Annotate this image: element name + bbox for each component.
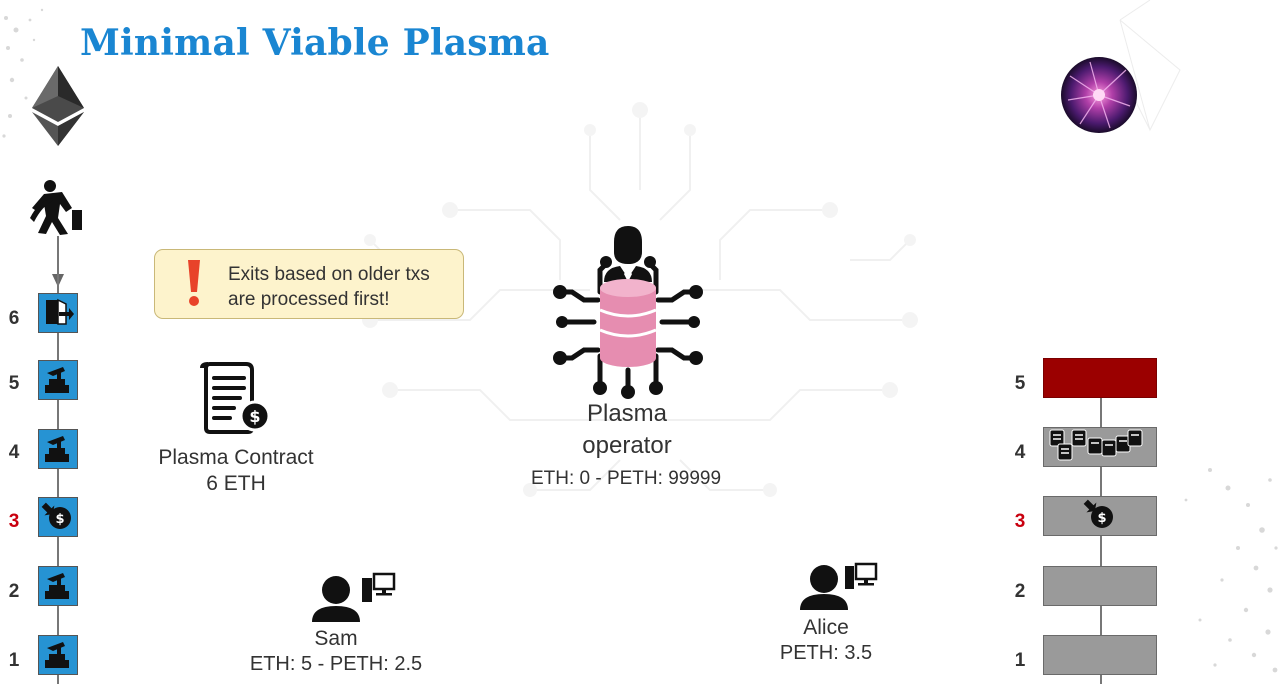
deposit-coin-icon: $ [41,502,71,529]
main-block-4[interactable] [38,429,78,469]
operator-person-icon [604,226,652,282]
miner-block-icon [45,367,69,393]
plasma-block-number: 3 [1014,511,1026,532]
contract-name: Plasma Contract [158,446,314,469]
callout-text: Exits based on older txs are processed f… [228,262,430,312]
plasma-ball-icon [1061,57,1137,133]
main-block-3[interactable]: $ [38,497,78,537]
circuit-background [362,102,918,497]
main-block-6[interactable] [38,293,78,333]
plasma-block-number: 4 [1014,442,1026,463]
contract-balance: 6 ETH [206,472,266,495]
main-block-number: 6 [8,308,20,329]
alice-balance: PETH: 3.5 [779,642,873,664]
plasma-operator-icon [553,226,703,399]
main-block-2[interactable] [38,566,78,606]
sam-name: Sam [314,627,358,650]
plasma-block-number: 1 [1014,650,1026,671]
miner-block-icon [45,436,69,462]
ethereum-logo-icon [32,66,84,146]
callout-box [154,249,464,319]
miner-icon [30,180,82,235]
operator-label-line-1: Plasma [586,400,668,427]
operator-balance: ETH: 0 - PETH: 99999 [530,468,722,489]
plasma-block-2[interactable] [1043,566,1157,606]
plasma-block-number: 5 [1014,373,1026,394]
miner-block-icon [45,642,69,668]
database-icon [599,279,657,367]
callout-line-1: Exits based on older txs [228,264,430,285]
computer-icon [845,562,878,589]
sam-user-icon [312,572,396,622]
plasma-block-3[interactable]: $ [1043,496,1157,536]
miner-block-icon [45,573,69,599]
transactions-icon [1049,429,1143,461]
plasma-block-number: 2 [1014,581,1026,602]
deposit-coin-icon: $ [1083,499,1113,528]
main-block-5[interactable] [38,360,78,400]
exit-door-icon [46,298,74,325]
alice-user-icon [800,562,878,610]
main-block-number: 2 [8,581,20,602]
computer-icon [362,572,396,602]
contract-document-icon: $ [200,362,271,434]
main-block-number: 1 [8,650,20,671]
main-block-1[interactable] [38,635,78,675]
plasma-block-4[interactable] [1043,427,1157,467]
sam-balance: ETH: 5 - PETH: 2.5 [249,653,423,675]
page-title: Minimal Viable Plasma [80,22,550,64]
plasma-block-5[interactable] [1043,358,1157,398]
svg-text:$: $ [55,512,64,527]
svg-text:$: $ [249,407,260,426]
operator-label-line-2: operator [582,432,672,459]
callout-line-2: are processed first! [228,289,390,310]
plasma-block-1[interactable] [1043,635,1157,675]
main-block-number: 4 [8,442,20,463]
main-block-number: 5 [8,373,20,394]
main-block-number: 3 [8,511,20,532]
svg-text:$: $ [1097,511,1106,526]
alice-name: Alice [803,616,849,639]
exclamation-icon [188,260,200,306]
